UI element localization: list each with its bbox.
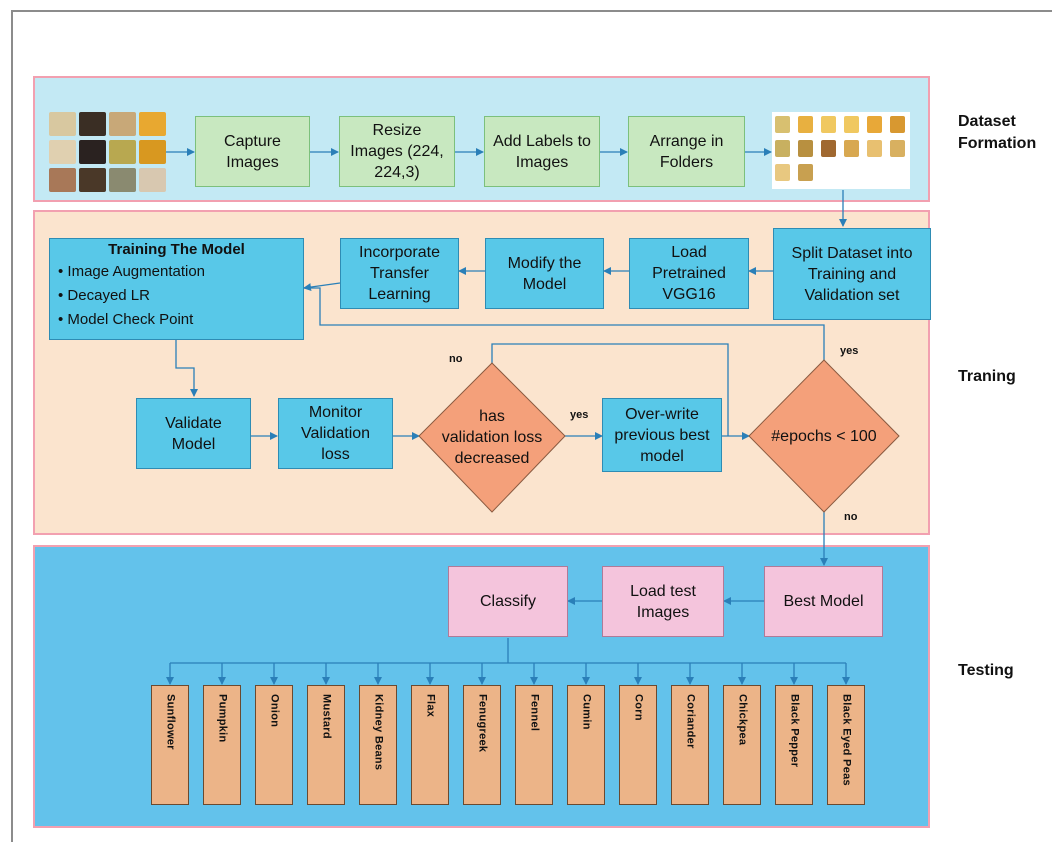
dataset-formation-label: Dataset Formation: [958, 113, 1037, 152]
overwrite-best-model-box: Over-write previous best model: [602, 398, 722, 472]
class-label: Kidney Beans: [372, 694, 385, 771]
monitor-validation-box: Monitor Validation loss: [278, 398, 393, 469]
class-label: Sunflower: [164, 694, 177, 750]
class-box-chickpea: Chickpea: [723, 685, 761, 805]
class-box-flax: Flax: [411, 685, 449, 805]
class-label: Pumpkin: [216, 694, 229, 743]
testing-label: Testing: [958, 662, 1014, 679]
class-label: Fennel: [528, 694, 541, 732]
class-box-sunflower: Sunflower: [151, 685, 189, 805]
training-item: • Model Check Point: [58, 311, 194, 328]
class-box-fenugreek: Fenugreek: [463, 685, 501, 805]
validate-model-box: Validate Model: [136, 398, 251, 469]
modify-model-box: Modify the Model: [485, 238, 604, 309]
outer-frame: [11, 10, 1052, 842]
class-box-corn: Corn: [619, 685, 657, 805]
class-box-onion: Onion: [255, 685, 293, 805]
training-item: • Image Augmentation: [58, 263, 206, 280]
class-label: Cumin: [580, 694, 593, 730]
yes-loss-label: yes: [570, 409, 589, 421]
yes-epochs-label: yes: [840, 345, 859, 357]
class-box-pumpkin: Pumpkin: [203, 685, 241, 805]
class-box-black-eyed-peas: Black Eyed Peas: [827, 685, 865, 805]
class-label: Flax: [424, 694, 437, 718]
training-model-title: Training The Model: [108, 241, 245, 258]
add-labels-box: Add Labels to Images: [484, 116, 600, 187]
class-box-kidney-beans: Kidney Beans: [359, 685, 397, 805]
class-label: Chickpea: [736, 694, 749, 746]
load-test-images-box: Load test Images: [602, 566, 724, 637]
class-box-mustard: Mustard: [307, 685, 345, 805]
no-epochs-label: no: [844, 511, 858, 523]
training-label: Traning: [958, 368, 1016, 385]
split-dataset-box: Split Dataset into Training and Validati…: [773, 228, 931, 320]
classify-box: Classify: [448, 566, 568, 637]
validation-loss-decision-text: has validation loss decreased: [441, 407, 543, 467]
class-label: Black Eyed Peas: [840, 694, 853, 786]
training-model-box: Training The Model • Image Augmentation …: [49, 238, 304, 340]
arrange-folders-box: Arrange in Folders: [628, 116, 745, 187]
class-box-fennel: Fennel: [515, 685, 553, 805]
class-label: Onion: [268, 694, 281, 728]
class-box-coriander: Coriander: [671, 685, 709, 805]
class-label: Black Pepper: [788, 694, 801, 768]
no-loss-label: no: [449, 353, 463, 365]
capture-images-box: Capture Images: [195, 116, 310, 187]
load-pretrained-box: Load Pretrained VGG16: [629, 238, 749, 309]
class-label: Corn: [632, 694, 645, 721]
transfer-learning-box: Incorporate Transfer Learning: [340, 238, 459, 309]
class-box-black-pepper: Black Pepper: [775, 685, 813, 805]
class-box-cumin: Cumin: [567, 685, 605, 805]
epochs-decision-text: #epochs < 100: [771, 427, 877, 445]
class-label: Mustard: [320, 694, 333, 739]
seed-images-picture: [49, 112, 166, 192]
training-item: • Decayed LR: [58, 287, 150, 304]
resize-images-box: Resize Images (224, 224,3): [339, 116, 455, 187]
class-label: Fenugreek: [476, 694, 489, 753]
folders-picture: [772, 112, 910, 189]
best-model-box: Best Model: [764, 566, 883, 637]
class-label: Coriander: [684, 694, 697, 749]
